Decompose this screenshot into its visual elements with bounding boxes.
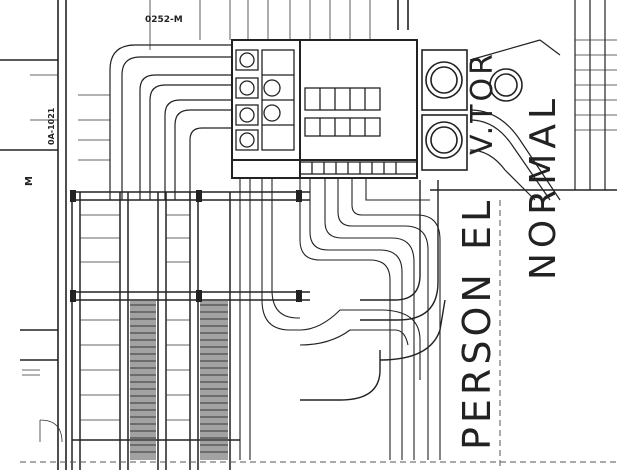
tag-side-label: 0A-1021 — [47, 107, 56, 145]
door-swing-left — [22, 369, 63, 443]
right-curved-pipes — [469, 0, 606, 201]
vator-label: V.TOR — [465, 51, 500, 155]
bend-pipe-top-left — [109, 44, 232, 200]
valve-cluster — [235, 49, 418, 175]
person-label: PERSON — [455, 270, 499, 450]
el-label: EL — [455, 197, 499, 250]
hatch-lines — [130, 304, 228, 453]
left-tick-marks — [30, 74, 110, 161]
equipment-room — [231, 39, 418, 179]
riser-bends-middle — [239, 178, 441, 460]
stair-treads — [575, 39, 617, 131]
mark-left-label: M — [24, 176, 35, 186]
tag-top-label: 0252-M — [145, 15, 183, 25]
pipe-bundle-top — [149, 0, 371, 50]
dense-cable-hatch — [130, 300, 228, 460]
dashed-lines — [20, 200, 617, 470]
tray-rungs — [80, 214, 190, 421]
cable-tray-left — [71, 191, 310, 470]
tray-supports — [70, 190, 302, 302]
normal-label: NORMAL — [523, 94, 564, 280]
large-elbows — [300, 180, 446, 401]
pump-symbols — [421, 49, 523, 171]
